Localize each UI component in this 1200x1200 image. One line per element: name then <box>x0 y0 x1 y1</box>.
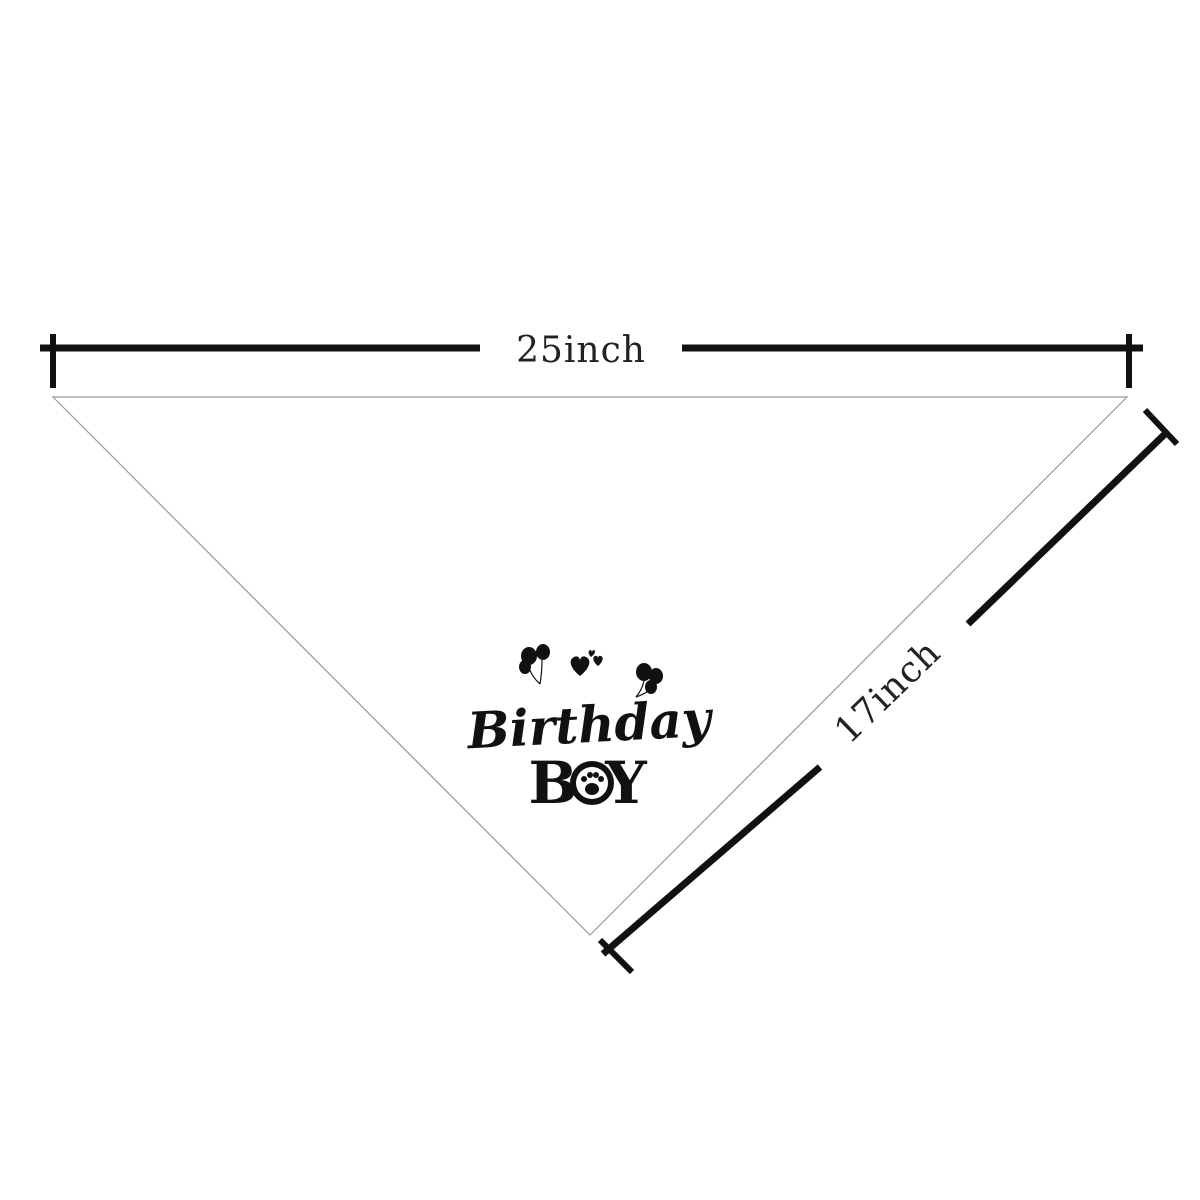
birthday-boy-logo: Birthday B Y <box>464 644 715 817</box>
width-dimension: 25inch <box>40 330 1143 388</box>
heart-icon <box>570 650 603 676</box>
side-line-lower <box>600 764 823 957</box>
balloon-icon <box>635 663 663 698</box>
balloon-icon <box>519 644 550 685</box>
paw-icon <box>570 761 614 805</box>
side-tick-bottom <box>597 937 635 975</box>
bandana-outline <box>51 396 1129 936</box>
side-line-upper <box>965 430 1169 627</box>
width-label: 25inch <box>516 330 646 371</box>
logo-b-letter: B <box>528 749 577 817</box>
logo-y-letter: Y <box>604 749 647 817</box>
logo-birthday-text: Birthday <box>464 689 715 761</box>
side-tick-top <box>1142 407 1180 447</box>
